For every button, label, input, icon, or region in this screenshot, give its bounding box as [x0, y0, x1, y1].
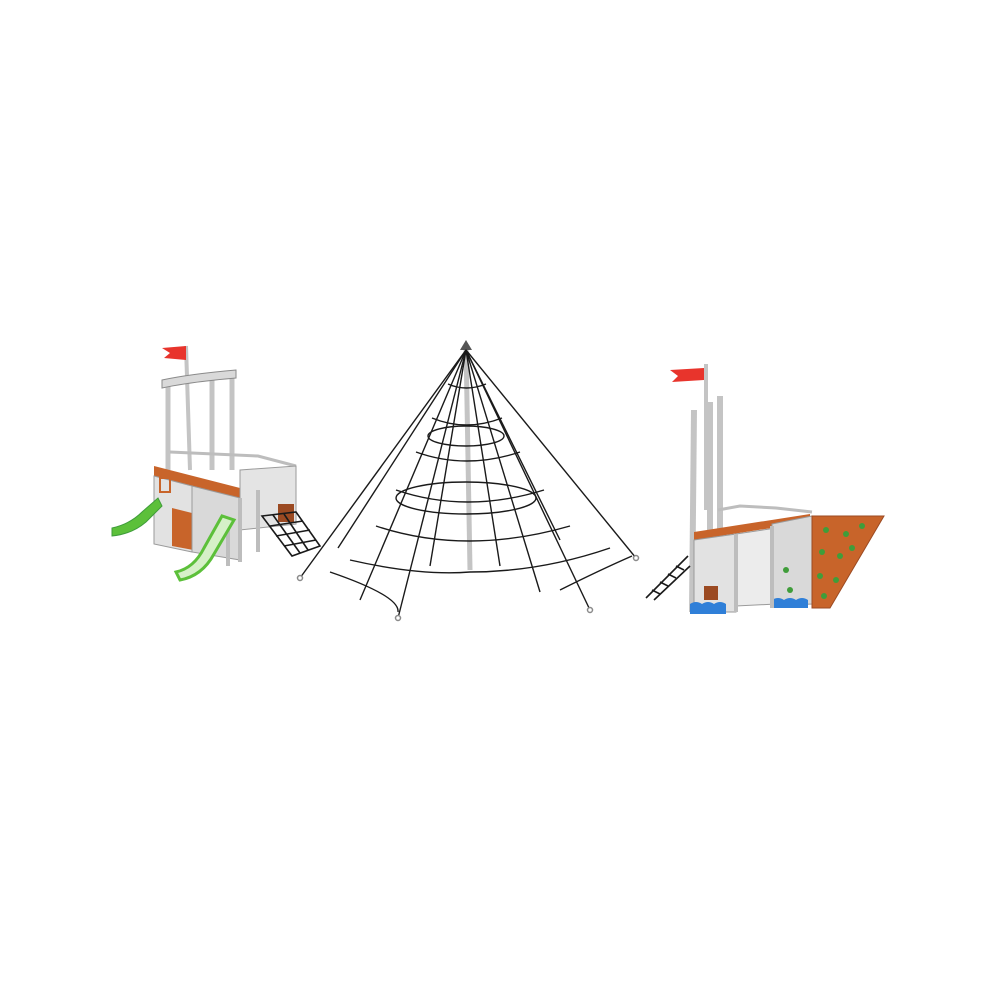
right-red-flag-icon	[670, 368, 704, 382]
right-hatch-icon	[704, 586, 718, 600]
right-ladder	[645, 555, 691, 601]
right-hull-band	[694, 514, 810, 540]
center-mast	[463, 345, 473, 571]
right-top-rail	[717, 504, 813, 514]
left-upper-rail	[169, 450, 297, 468]
left-sail-beam	[161, 369, 237, 389]
left-slide-back	[111, 497, 163, 537]
left-window-icon	[159, 477, 171, 493]
right-climbing-holds	[783, 523, 865, 599]
left-red-flag-icon	[162, 346, 186, 360]
left-hull-band	[154, 466, 240, 498]
right-climbing-wall	[811, 515, 885, 609]
right-water-trim	[690, 602, 726, 614]
left-cargo-net	[260, 511, 322, 557]
center-mast-cap-icon	[460, 340, 472, 350]
center-rope-net	[299, 349, 637, 619]
pyramid-rope-climbing-net	[296, 340, 640, 622]
pirate-ship-play-tower-left	[111, 345, 322, 582]
left-slide-front	[173, 514, 237, 582]
right-arch-panel	[771, 515, 813, 607]
center-net-anchors	[296, 554, 640, 622]
right-mast-post	[689, 409, 697, 613]
right-front-panel	[693, 533, 737, 613]
right-water-trim	[772, 598, 808, 608]
left-flag-pole	[184, 345, 192, 471]
ship-bow-climbing-wall-right	[645, 364, 885, 614]
